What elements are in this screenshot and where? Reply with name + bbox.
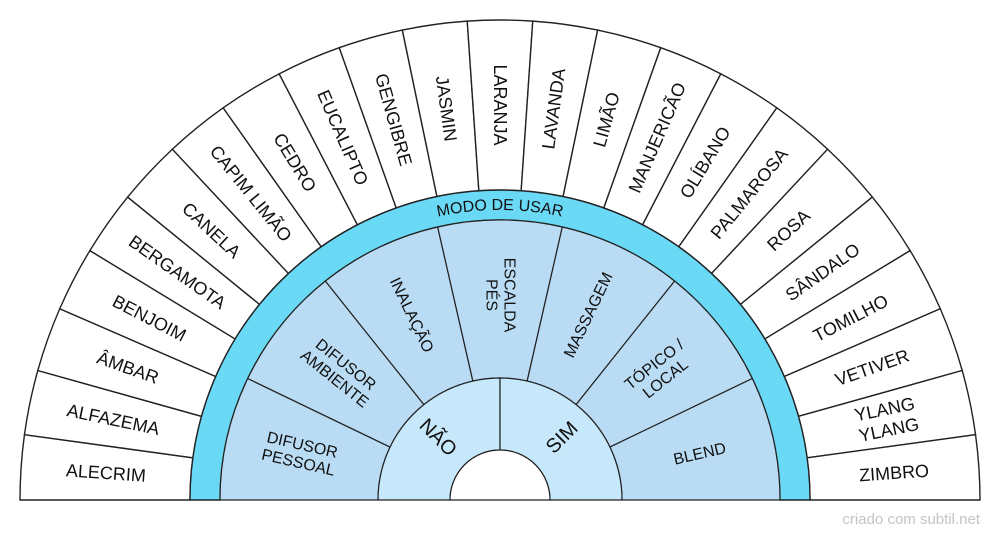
method-escalda-pes-label-line: ESCALDA [501, 258, 518, 333]
band-title: MODO DE USAR [435, 197, 564, 221]
method-escalda-pes-label: ESCALDAPÉS [483, 258, 518, 333]
method-escalda-pes-label-line: PÉS [483, 279, 502, 311]
center-hub [449, 449, 551, 501]
oil-zimbro-label: ZIMBRO [858, 461, 929, 486]
oil-laranja-label-line: LARANJA [490, 64, 510, 145]
band-title-text: MODO DE USAR [435, 197, 564, 221]
essential-oils-ring: ALECRIMALFAZEMAÂMBARBENJOIMBERGAMOTACANE… [19, 19, 981, 501]
watermark: criado com subtil.net [842, 511, 980, 528]
oil-zimbro-label-line: ZIMBRO [858, 461, 929, 486]
oil-laranja-label: LARANJA [490, 64, 510, 145]
